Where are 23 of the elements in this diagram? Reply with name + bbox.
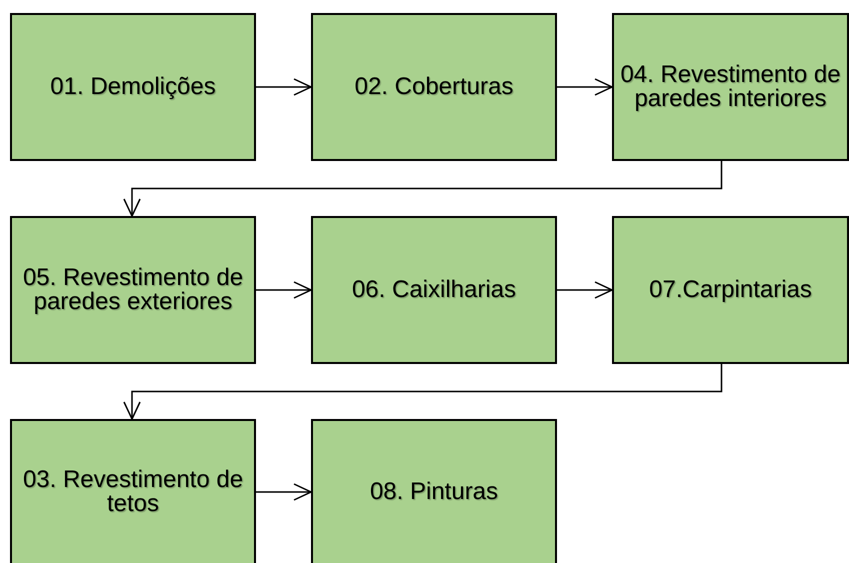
- step-label: 01. Demolições: [50, 75, 216, 99]
- arrow: [123, 364, 722, 420]
- arrow: [557, 281, 613, 299]
- step-label: 02. Coberturas: [354, 75, 514, 99]
- process-box: [10, 216, 256, 364]
- arrow: [557, 78, 613, 96]
- process-box: [10, 419, 256, 563]
- arrow: [256, 281, 312, 299]
- step-label: 07.Carpintarias: [649, 278, 812, 302]
- process-box: [10, 13, 256, 161]
- step-label: 04. Revestimento de paredes interiores: [619, 63, 842, 111]
- process-box: [311, 13, 557, 161]
- process-box: [612, 216, 849, 364]
- arrow: [256, 78, 312, 96]
- process-box: [311, 216, 557, 364]
- process-box: [311, 419, 557, 563]
- step-label: 06. Caixilharias: [352, 278, 516, 302]
- step-label: 03. Revestimento de tetos: [22, 468, 244, 516]
- step-label: 05. Revestimento de paredes exteriores: [22, 266, 244, 314]
- arrow: [123, 161, 722, 217]
- step-label: 08. Pinturas: [370, 480, 498, 504]
- process-box: [612, 13, 849, 161]
- arrow: [256, 483, 312, 501]
